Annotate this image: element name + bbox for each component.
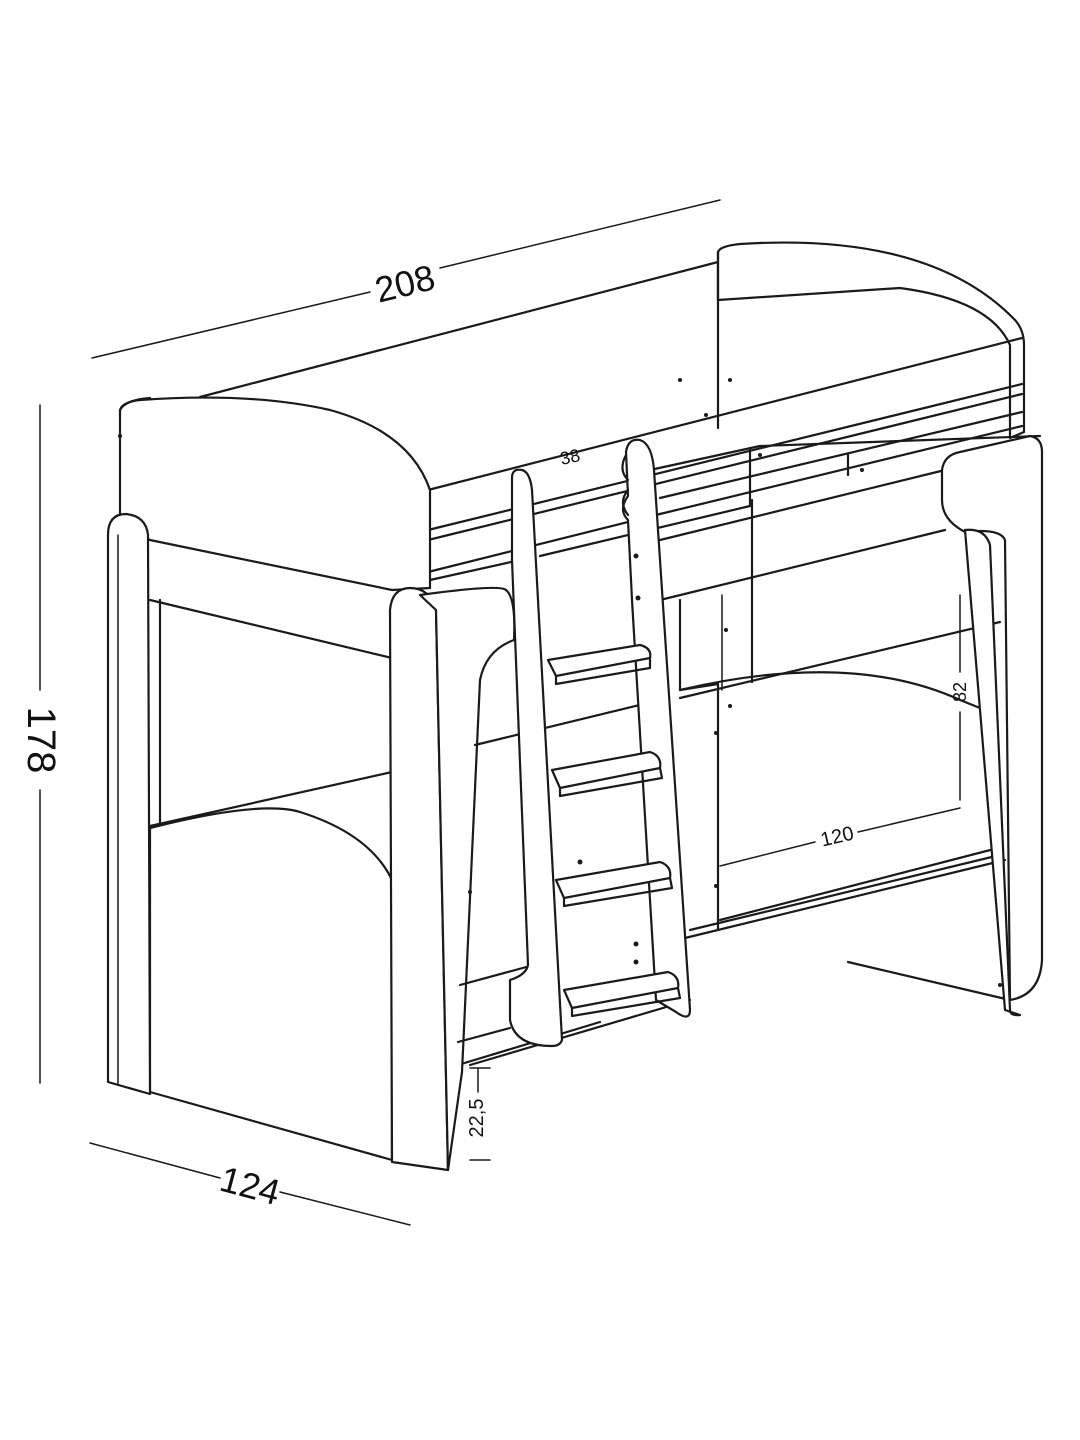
front-left-end-panel: [388, 586, 532, 1172]
dimension-floor-clearance-label: 22,5: [466, 1099, 488, 1138]
left-upper-headboard: [118, 396, 432, 592]
dimension-length-label: 208: [371, 256, 439, 310]
screw-holes: [118, 378, 1002, 987]
right-upper-headboard: [716, 241, 1026, 440]
right-end-panel: [940, 434, 1044, 1017]
left-lower-headboard: [148, 807, 394, 1162]
dimension-headboard-height-label: 82: [950, 682, 970, 702]
dimension-mattress-width-label: 120: [818, 823, 855, 852]
dimension-ladder-width-label: 38: [558, 445, 582, 469]
lower-bunk: [468, 620, 1007, 1067]
left-back-post: [106, 512, 152, 1096]
dimension-lines: [39, 199, 961, 1226]
back-structure: [148, 260, 1012, 1070]
dimension-depth-label: 124: [216, 1158, 285, 1213]
dimension-height-label: 178: [19, 707, 63, 774]
ladder: [508, 438, 692, 1048]
